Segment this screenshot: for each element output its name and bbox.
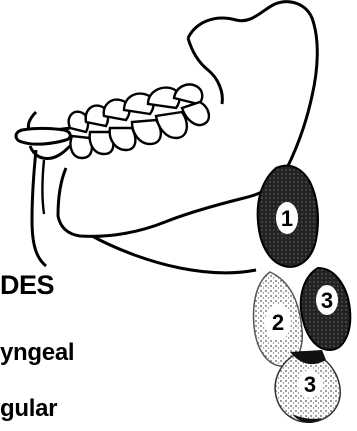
lymph-node-chain: 1 2 3 3 (254, 166, 351, 423)
caption-line-2: gular (0, 397, 57, 421)
node-1-number: 1 (281, 206, 293, 231)
caption-title: DES (0, 272, 54, 299)
node-2-number: 2 (272, 310, 284, 335)
chin-inner (43, 160, 45, 214)
node-3-upper-number: 3 (321, 288, 333, 313)
node-3-lower-number: 3 (304, 372, 316, 397)
caption-line-1: yngeal (0, 341, 74, 365)
tongue (16, 129, 70, 145)
neck-outline (92, 236, 256, 273)
